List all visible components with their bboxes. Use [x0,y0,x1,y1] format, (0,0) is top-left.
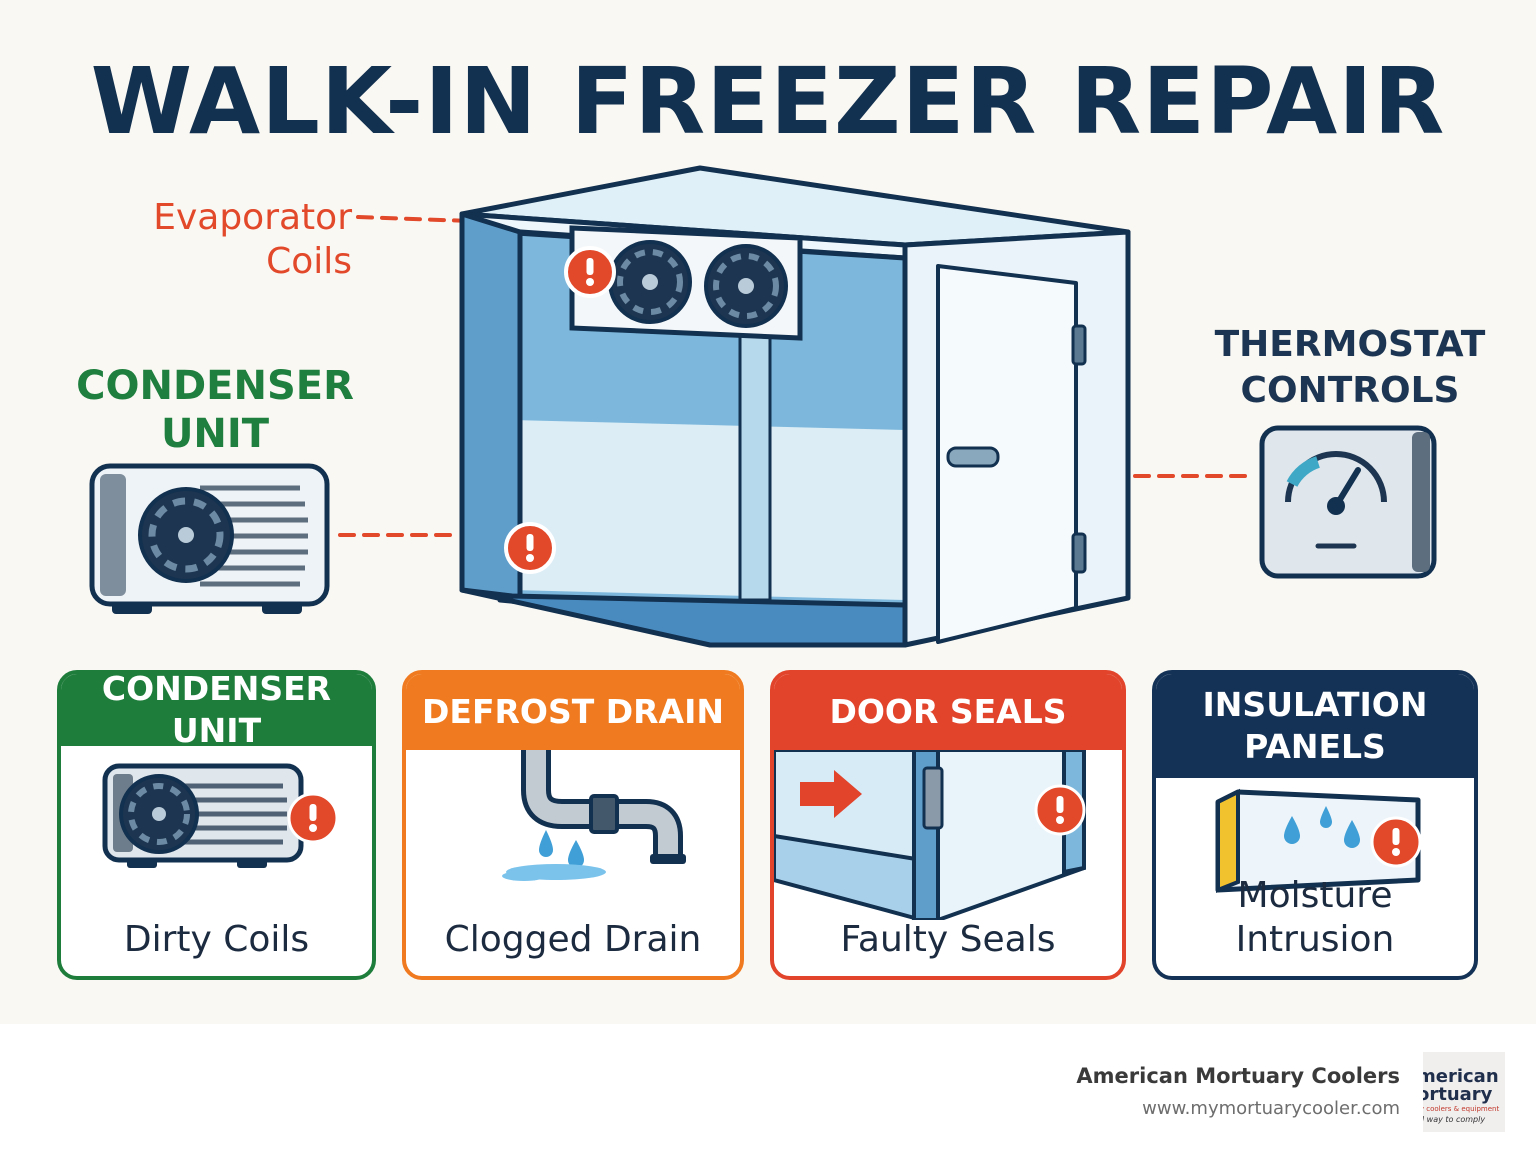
condenser-unit-label: CONDENSER UNIT [76,363,354,457]
card-title: DEFROST DRAIN [406,674,740,750]
card-door-seals: DOOR SEALS Faulty Seals [770,670,1126,980]
card-defrost-drain: DEFROST DRAIN Clogged Drain [402,670,744,980]
logo-text: ortuary [1423,1084,1493,1105]
moisture-intrusion-illustration [1215,788,1422,893]
company-name: American Mortuary Coolers [1076,1064,1400,1088]
logo-text: merican [1423,1066,1499,1087]
condenser-unit-icon [89,463,330,614]
company-url[interactable]: www.mymortuarycooler.com [1142,1098,1400,1119]
dirty-coils-illustration [102,763,339,868]
card-title: INSULATION PANELS [1156,674,1474,778]
logo-text: ry coolers & equipment [1423,1105,1500,1113]
thermostat-icon [1259,425,1437,579]
alert-icon [564,246,616,298]
card-caption: Clogged Drain [444,919,702,960]
evaporator-unit [569,225,803,341]
evaporator-fan-right [704,244,788,328]
card-condenser-unit: CONDENSER UNIT Dirty Coils [57,670,376,980]
card-caption: Moisture Intrusion [1235,875,1395,960]
evaporator-coils-label: Evaporator Coils [153,197,352,282]
card-caption: Faulty Seals [840,919,1056,960]
alert-icon [287,792,339,844]
logo-text: al way to comply [1423,1115,1486,1124]
alert-icon [1034,784,1086,836]
alert-icon [1370,816,1422,868]
page-title: WALK-IN FREEZER REPAIR [90,48,1446,155]
evaporator-fan-left [608,240,692,324]
card-title: CONDENSER UNIT [61,674,372,750]
faulty-seals-illustration [774,750,1122,920]
thermostat-controls-label: THERMOSTAT CONTROLS [1214,324,1486,411]
card-insulation-panels: INSULATION PANELS Moisture Intrusion [1152,670,1478,980]
clogged-drain-illustration [502,750,686,881]
alert-icon [504,522,556,574]
freezer-illustration [89,165,1437,648]
company-logo: merican ortuary ry coolers & equipment a… [1423,1052,1505,1132]
card-caption: Dirty Coils [123,919,310,960]
card-title: DOOR SEALS [774,674,1122,750]
walk-in-freezer-box [459,165,1131,648]
